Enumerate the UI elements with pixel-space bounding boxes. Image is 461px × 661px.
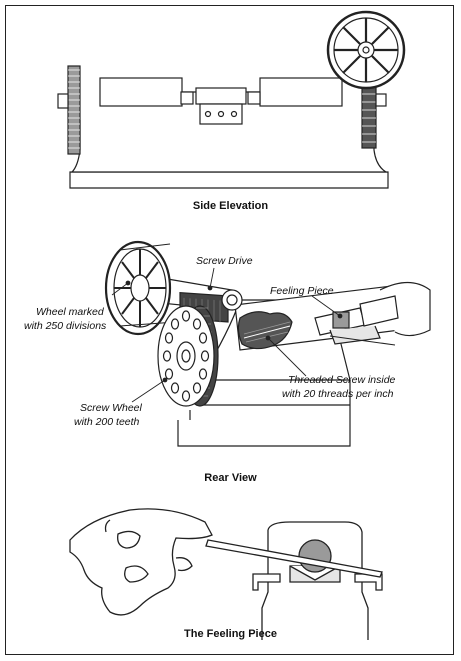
rear-view-drawing — [104, 240, 431, 447]
screw-drive-label: Screw Drive — [196, 255, 253, 267]
figure-frame — [5, 5, 454, 655]
side-elevation-drawing — [57, 10, 406, 189]
side-elevation-caption: Side Elevation — [192, 200, 269, 212]
screw-wheel-label-line2: with 200 teeth — [74, 416, 140, 428]
wheel-marked-label-line1: Wheel marked — [36, 306, 104, 318]
screw-wheel-label-line1: Screw Wheel — [80, 402, 142, 414]
feeling-piece-caption: The Feeling Piece — [184, 628, 277, 640]
rear-view-caption: Rear View — [204, 472, 257, 484]
threaded-screw-label-line2: with 20 threads per inch — [282, 388, 394, 400]
feeling-piece-drawing — [69, 508, 383, 640]
wheel-marked-label-line2: with 250 divisions — [24, 320, 107, 332]
threaded-screw-label-line1: Threaded Screw inside — [288, 374, 396, 386]
feeling-piece-label: Feeling Piece — [270, 285, 334, 297]
